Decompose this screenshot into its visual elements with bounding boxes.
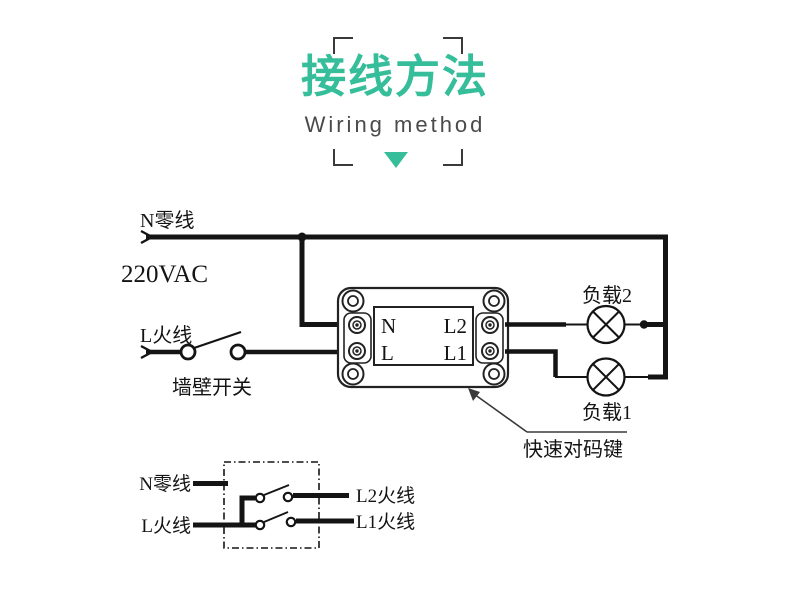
label-neutral-top: N零线 [140, 209, 194, 232]
pairing-key-callout [468, 388, 627, 433]
header: 接线方法 Wiring method [0, 0, 790, 190]
terminal-screw-icon [348, 316, 499, 360]
page-title: 接线方法 [300, 51, 489, 102]
wall-switch-symbol [179, 330, 247, 361]
switch-box-outline [223, 461, 320, 549]
device-terminal-l: L [381, 341, 394, 365]
junction-dot-neutral [297, 232, 307, 242]
sub-label-live: L火线 [141, 515, 191, 537]
device-label-panel [373, 306, 474, 366]
sub-diagram-wires [193, 481, 354, 528]
device-terminal-n: N [381, 314, 396, 338]
sub-switch-upper [254, 484, 294, 504]
label-live-top: L火线 [140, 324, 192, 347]
page-subtitle: Wiring method [304, 112, 486, 137]
relay-module [336, 286, 510, 389]
corner-bracket-top-right-icon [443, 37, 463, 54]
sub-label-neutral: N零线 [139, 473, 191, 495]
label-load1: 负载1 [582, 401, 632, 424]
wiring-diagram-svg: N零线 220VAC L火线 墙壁开关 [121, 209, 668, 549]
load2-lamp-icon [586, 304, 626, 345]
live-wire [140, 344, 346, 360]
corner-bracket-top-left-icon [333, 37, 353, 54]
load1-lamp-icon [586, 357, 626, 397]
sub-switch-lower [254, 511, 297, 531]
device-terminal-l1: L1 [444, 341, 467, 365]
junction-dot-load2 [639, 320, 649, 329]
label-wall-switch: 墙壁开关 [172, 376, 252, 399]
device-terminal-l2: L2 [444, 314, 467, 338]
l1-output-wire [505, 349, 668, 380]
callout-arrowhead-icon [468, 388, 480, 401]
sub-label-l2-out: L2火线 [356, 485, 415, 507]
corner-bracket-bottom-left-icon [333, 149, 353, 166]
label-load2: 负载2 [582, 284, 632, 307]
down-triangle-icon [384, 152, 408, 168]
wiring-diagram: N零线 220VAC L火线 墙壁开关 [0, 190, 790, 586]
corner-bracket-bottom-right-icon [443, 149, 463, 166]
sub-label-l1-out: L1火线 [356, 511, 415, 533]
neutral-wire [140, 229, 666, 327]
label-pairing-key: 快速对码键 [523, 438, 623, 461]
label-voltage: 220VAC [121, 261, 208, 288]
